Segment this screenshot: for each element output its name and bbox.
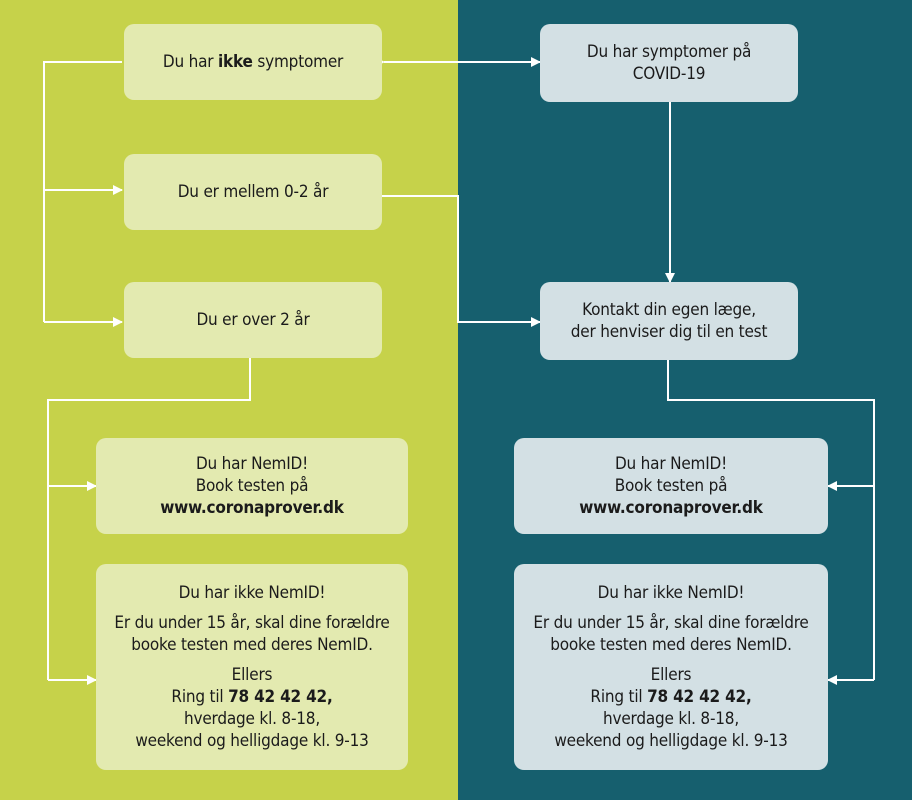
- book-test-text: Book testen på: [195, 476, 309, 496]
- left-nemid-yes-box: Du har NemID! Book testen på www.coronap…: [96, 438, 408, 534]
- right-nemid-yes-box: Du har NemID! Book testen på www.coronap…: [514, 438, 828, 534]
- no-symptoms-box: Du har ikke symptomer: [124, 24, 382, 100]
- weekend-hours-text: weekend og helligdage kl. 9-13: [135, 731, 369, 751]
- otherwise-text: Ellers: [231, 665, 273, 685]
- phone-number[interactable]: 78 42 42 42,: [647, 687, 752, 707]
- contact-doctor-line-2: der henviser dig til en test: [570, 322, 768, 342]
- left-nemid-no-box: Du har ikke NemID! Er du under 15 år, sk…: [96, 564, 408, 770]
- coronaprover-link[interactable]: www.coronaprover.dk: [160, 498, 344, 518]
- phone-line: Ring til 78 42 42 42,: [171, 687, 333, 707]
- nemid-yes-heading: Du har NemID!: [195, 454, 309, 474]
- contact-doctor-line-1: Kontakt din egen læge,: [582, 300, 756, 320]
- symptoms-box: Du har symptomer på COVID-19: [540, 24, 798, 102]
- phone-line: Ring til 78 42 42 42,: [590, 687, 752, 707]
- weekday-hours-text: hverdage kl. 8-18,: [603, 709, 739, 729]
- parents-nemid-text: booke testen med deres NemID.: [550, 635, 792, 655]
- nemid-no-heading: Du har ikke NemID!: [178, 583, 326, 603]
- symptoms-line-2: COVID-19: [632, 64, 706, 84]
- coronaprover-link[interactable]: www.coronaprover.dk: [579, 498, 763, 518]
- no-symptoms-text: Du har ikke symptomer: [162, 52, 344, 72]
- under-15-text: Er du under 15 år, skal dine forældre: [533, 613, 809, 633]
- weekday-hours-text: hverdage kl. 8-18,: [184, 709, 320, 729]
- phone-number[interactable]: 78 42 42 42,: [228, 687, 333, 707]
- nemid-yes-heading: Du har NemID!: [614, 454, 728, 474]
- age-over-2-box: Du er over 2 år: [124, 282, 382, 358]
- symptoms-line-1: Du har symptomer på: [586, 42, 752, 62]
- weekend-hours-text: weekend og helligdage kl. 9-13: [554, 731, 788, 751]
- parents-nemid-text: booke testen med deres NemID.: [131, 635, 373, 655]
- under-15-text: Er du under 15 år, skal dine forældre: [114, 613, 390, 633]
- book-test-text: Book testen på: [614, 476, 728, 496]
- otherwise-text: Ellers: [650, 665, 692, 685]
- age-0-2-text: Du er mellem 0-2 år: [177, 182, 329, 202]
- contact-doctor-box: Kontakt din egen læge, der henviser dig …: [540, 282, 798, 360]
- right-nemid-no-box: Du har ikke NemID! Er du under 15 år, sk…: [514, 564, 828, 770]
- age-0-2-box: Du er mellem 0-2 år: [124, 154, 382, 230]
- nemid-no-heading: Du har ikke NemID!: [597, 583, 745, 603]
- age-over-2-text: Du er over 2 år: [196, 310, 310, 330]
